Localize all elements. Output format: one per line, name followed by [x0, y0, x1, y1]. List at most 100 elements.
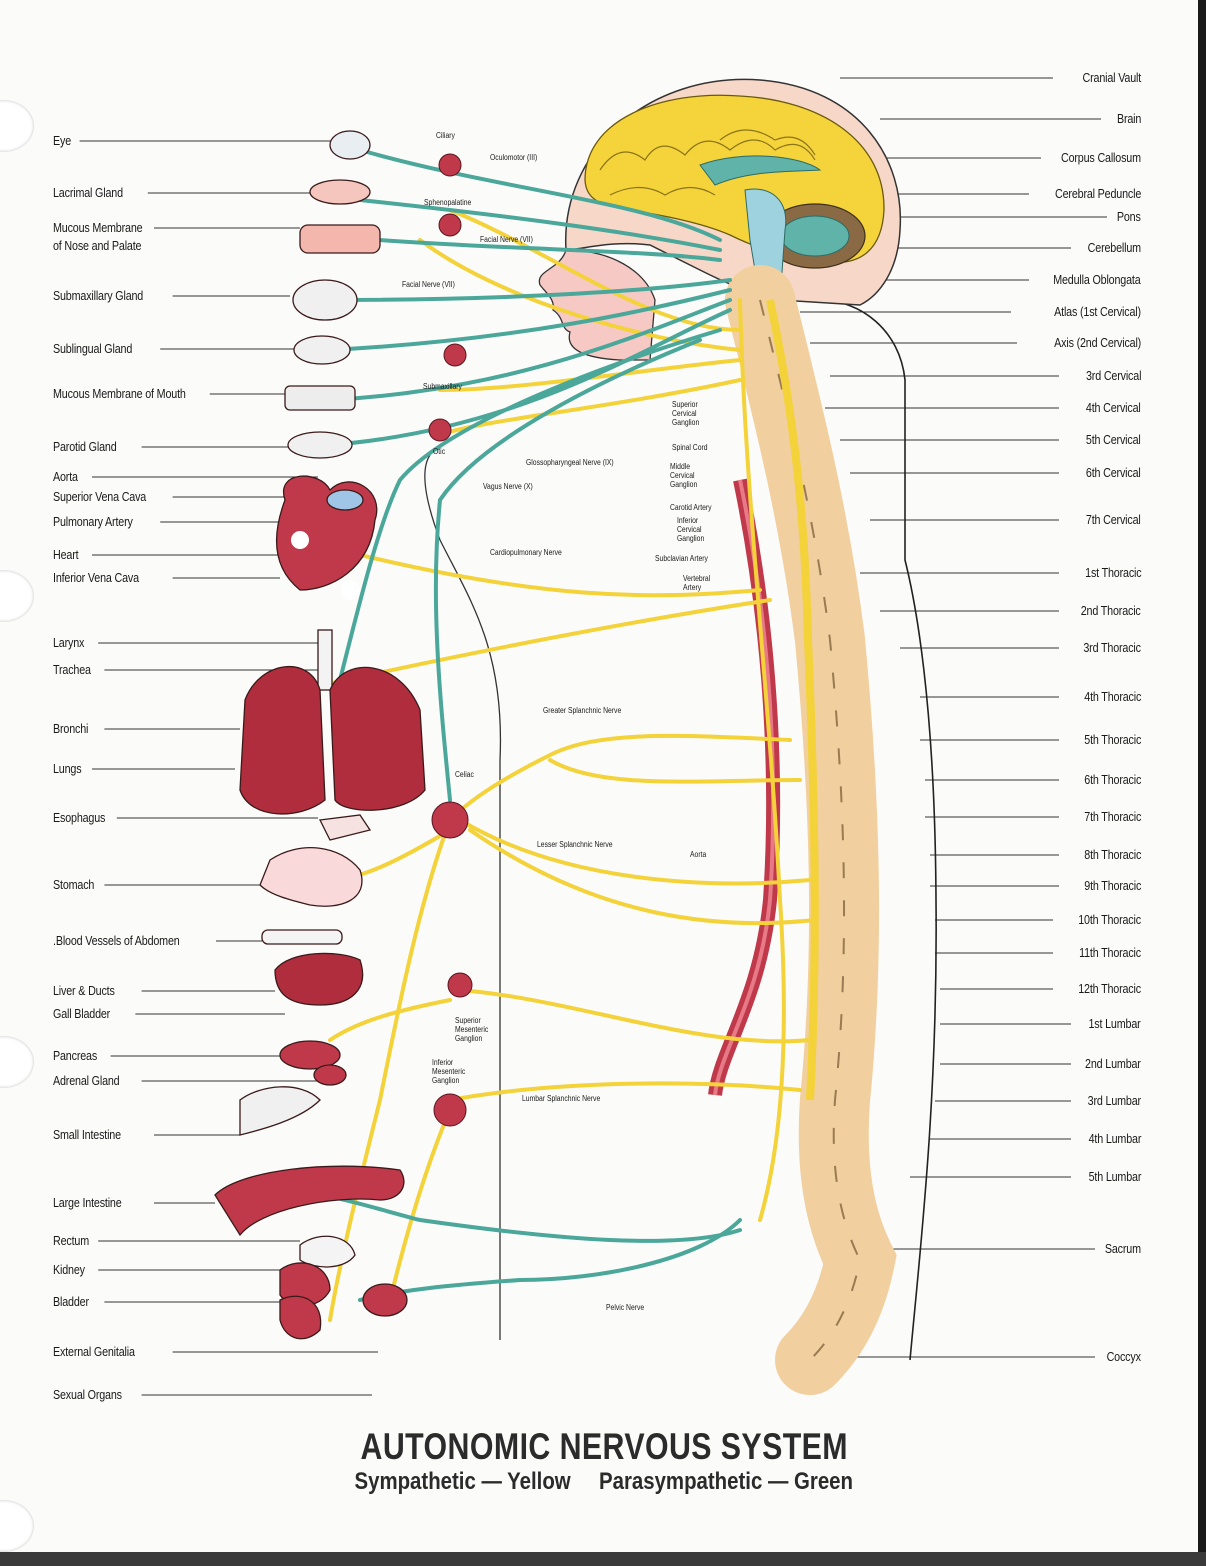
inner-label: Submaxillary [423, 382, 462, 391]
left-label: Kidney [53, 1263, 85, 1277]
left-label: Pancreas [53, 1049, 97, 1063]
inner-label: Vertebral Artery [683, 574, 710, 592]
eye-organ [330, 131, 370, 159]
right-label: Cerebral Peduncle [1055, 187, 1141, 201]
right-label: 2nd Lumbar [1085, 1057, 1141, 1071]
right-label: 6th Cervical [1086, 466, 1141, 480]
right-label: 7th Thoracic [1084, 810, 1141, 824]
trachea-organ [318, 630, 332, 690]
left-label: Stomach [53, 878, 94, 892]
left-label: Larynx [53, 636, 84, 650]
inner-label: Inferior Mesenteric Ganglion [432, 1058, 465, 1085]
inner-label: Lumbar Splanchnic Nerve [522, 1094, 600, 1103]
left-label: Large Intestine [53, 1196, 122, 1210]
right-label: 7th Cervical [1086, 513, 1141, 527]
right-label: Medulla Oblongata [1054, 273, 1141, 287]
left-label: Eye [53, 134, 71, 148]
right-label: 3rd Thoracic [1084, 641, 1141, 655]
parotid-gland [288, 432, 352, 458]
lung-right [330, 667, 425, 810]
right-label: 11th Thoracic [1079, 946, 1141, 960]
genitalia-organ [363, 1284, 407, 1316]
submaxillary-gland [293, 280, 357, 320]
left-label: Liver & Ducts [53, 984, 115, 998]
inner-label: Inferior Cervical Ganglion [677, 516, 704, 543]
inner-label: Pelvic Nerve [606, 1303, 644, 1312]
left-label: Lungs [53, 762, 81, 776]
left-label: Sexual Organs [53, 1388, 122, 1402]
inner-label: Otic [433, 447, 445, 456]
nose-palate [300, 225, 380, 253]
legend-subtitle: Sympathetic — Yellow Parasympathetic — G… [91, 1468, 1116, 1496]
left-label: Small Intestine [53, 1128, 121, 1142]
inner-label: Greater Splanchnic Nerve [543, 706, 621, 715]
right-label: 6th Thoracic [1084, 773, 1141, 787]
left-label: Lacrimal Gland [53, 186, 123, 200]
right-label: Axis (2nd Cervical) [1054, 336, 1141, 350]
mouth-membrane [285, 386, 355, 410]
left-label: Rectum [53, 1234, 89, 1248]
left-label: Inferior Vena Cava [53, 571, 139, 585]
esophagus-organ [320, 815, 370, 840]
left-label: Parotid Gland [53, 440, 117, 454]
right-label: 3rd Lumbar [1088, 1094, 1141, 1108]
right-label: 1st Lumbar [1089, 1017, 1141, 1031]
inner-label: Facial Nerve (VII) [402, 280, 455, 289]
inner-label: Lesser Splanchnic Nerve [537, 840, 613, 849]
adrenal-organ [314, 1065, 346, 1085]
left-label: Superior Vena Cava [53, 490, 146, 504]
right-label: Pons [1117, 210, 1141, 224]
stomach-organ [260, 848, 362, 907]
sympathetic-legend: Sympathetic — Yellow [355, 1468, 571, 1496]
right-label: Cerebellum [1088, 241, 1141, 255]
inner-label: Oculomotor (III) [490, 153, 537, 162]
left-label: Sublingual Gland [53, 342, 132, 356]
right-label: 5th Lumbar [1088, 1170, 1141, 1184]
left-label: Mucous Membrane [53, 221, 142, 235]
inner-label: Facial Nerve (VII) [480, 235, 533, 244]
right-label: 4th Cervical [1086, 401, 1141, 415]
right-label: Brain [1117, 112, 1141, 126]
right-label: 5th Cervical [1086, 433, 1141, 447]
inner-label: Carotid Artery [670, 503, 712, 512]
sublingual-gland [294, 336, 350, 364]
right-label: 8th Thoracic [1084, 848, 1141, 862]
right-label: Coccyx [1107, 1350, 1141, 1364]
left-label: Esophagus [53, 811, 105, 825]
right-label: 12th Thoracic [1078, 982, 1141, 996]
inner-label: Ciliary [436, 131, 455, 140]
left-label: Pulmonary Artery [53, 515, 133, 529]
page-title: AUTONOMIC NERVOUS SYSTEM [110, 1426, 1099, 1468]
right-label: 4th Thoracic [1084, 690, 1141, 704]
inner-label: Celiac [455, 770, 474, 779]
right-label: 10th Thoracic [1078, 913, 1141, 927]
left-label: Adrenal Gland [53, 1074, 120, 1088]
inner-label: Middle Cervical Ganglion [670, 462, 697, 489]
inner-label: Superior Cervical Ganglion [672, 400, 699, 427]
large-intestine-organ [215, 1166, 404, 1235]
left-label: Trachea [53, 663, 91, 677]
right-label: Corpus Callosum [1061, 151, 1141, 165]
small-intestine-organ [240, 1087, 320, 1135]
left-label: Bronchi [53, 722, 88, 736]
right-label: 4th Lumbar [1088, 1132, 1141, 1146]
lung-left [240, 667, 325, 814]
left-label: Submaxillary Gland [53, 289, 143, 303]
left-label: Bladder [53, 1295, 89, 1309]
parasympathetic-legend: Parasympathetic — Green [599, 1468, 853, 1496]
left-label: Gall Bladder [53, 1007, 110, 1021]
organs [215, 131, 425, 1339]
left-label: Heart [53, 548, 78, 562]
right-label: 9th Thoracic [1084, 879, 1141, 893]
right-label: 2nd Thoracic [1081, 604, 1141, 618]
inner-label: Glossopharyngeal Nerve (IX) [526, 458, 614, 467]
right-label: 1st Thoracic [1085, 566, 1141, 580]
left-label: Mucous Membrane of Mouth [53, 387, 186, 401]
inner-label: Vagus Nerve (X) [483, 482, 533, 491]
left-label: Aorta [53, 470, 78, 484]
inner-label: Superior Mesenteric Ganglion [455, 1016, 488, 1043]
right-label: 3rd Cervical [1086, 369, 1141, 383]
inner-label: Spinal Cord [672, 443, 708, 452]
right-label: 5th Thoracic [1084, 733, 1141, 747]
